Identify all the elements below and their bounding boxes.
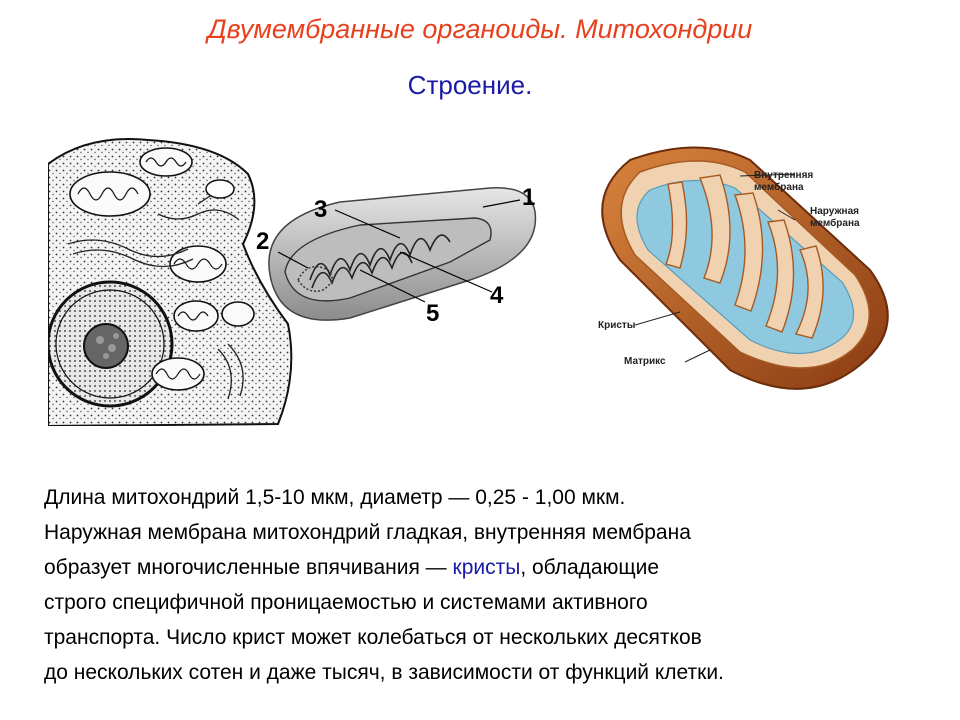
cristae-term: кристы — [452, 556, 521, 579]
schema-label-3: 3 — [314, 196, 328, 223]
description-line: Длина митохондрий 1,5-10 мкм, диаметр — … — [44, 486, 626, 509]
description-paragraph: Длина митохондрий 1,5-10 мкм, диаметр — … — [44, 480, 924, 690]
schema-label-4: 4 — [490, 282, 504, 309]
slide-title: Двумембранные органоиды. Митохондрии — [207, 14, 753, 44]
description-line: Наружная мембрана митохондрий гладкая, в… — [44, 521, 691, 544]
label-inner-membrane: Внутренняя мембрана — [754, 170, 814, 193]
description-line: транспорта. Число крист может колебаться… — [44, 626, 702, 649]
label-cristae: Кристы — [598, 320, 636, 331]
description-line: образует многочисленные впячивания — кри… — [44, 556, 660, 579]
mitochondrion-cutaway-diagram: Внутренняя мембрана Наружная мембрана Кр… — [590, 140, 910, 410]
label-outer-membrane: Наружная мембрана — [810, 206, 860, 229]
schema-label-1: 1 — [522, 184, 536, 211]
mitochondrion-schematic: 1 2 3 4 5 — [250, 180, 550, 330]
schema-label-2: 2 — [256, 228, 270, 255]
label-matrix: Матрикс — [624, 356, 666, 367]
slide-subtitle: Строение. — [407, 70, 533, 100]
schema-label-5: 5 — [426, 300, 440, 327]
description-line: до нескольких сотен и даже тысяч, в зави… — [44, 661, 724, 684]
cell-micrograph-illustration — [46, 134, 298, 428]
description-line: строго специфичной проницаемостью и сист… — [44, 591, 648, 614]
